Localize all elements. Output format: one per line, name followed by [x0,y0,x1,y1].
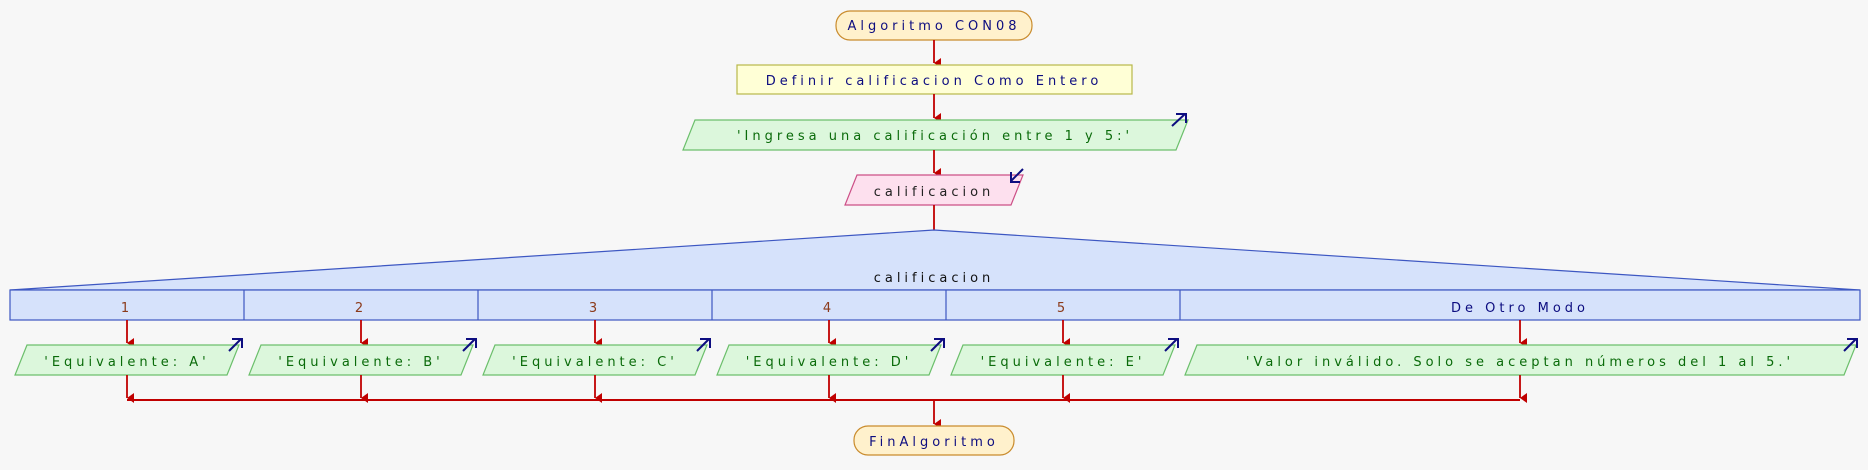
output-arrow-icon [696,338,711,352]
output-arrow-icon [930,338,945,352]
prompt-output-node: 'Ingresa una calificación entre 1 y 5:' [682,113,1189,151]
case-output-3: 'Equivalente: C' [482,338,711,376]
case-output-label: 'Equivalente: D' [746,355,913,370]
prompt-label: 'Ingresa una calificación entre 1 y 5:' [737,129,1133,144]
case-label-2: 2 [355,301,367,316]
case-output-default: 'Valor inválido. Solo se aceptan números… [1184,338,1858,376]
case-output-5: 'Equivalente: E' [950,338,1179,376]
define-label: Definir calificacion Como Entero [766,74,1103,89]
case-output-label: 'Valor inválido. Solo se aceptan números… [1246,355,1794,370]
start-label: Algoritmo CON08 [847,19,1020,34]
merge-connectors [126,375,1527,403]
output-arrow-icon [1164,338,1179,352]
case-label-4: 4 [823,301,835,316]
case-output-label: 'Equivalente: A' [44,355,209,370]
read-label: calificacion [874,185,995,200]
case-label-5: 5 [1057,301,1069,316]
output-arrow-icon [1843,338,1858,352]
output-arrow-icon [228,338,243,352]
case-output-4: 'Equivalente: D' [716,338,945,376]
read-input-node: calificacion [844,168,1024,206]
case-label-3: 3 [589,301,601,316]
switch-node: calificacion [9,229,1861,321]
case-label-default: De Otro Modo [1451,301,1589,316]
output-arrow-icon [1171,113,1187,127]
case-output-label: 'Equivalente: C' [512,355,678,370]
switch-variable: calificacion [874,271,995,286]
case-output-1: 'Equivalente: A' [14,338,243,376]
end-node: FinAlgoritmo [853,425,1015,456]
end-label: FinAlgoritmo [869,435,999,450]
output-arrow-icon [462,338,477,352]
input-arrow-icon [1010,168,1024,183]
define-node: Definir calificacion Como Entero [736,64,1133,95]
case-label-1: 1 [121,301,133,316]
start-node: Algoritmo CON08 [835,10,1033,41]
case-output-label: 'Equivalente: E' [981,355,1146,370]
case-output-2: 'Equivalente: B' [248,338,477,376]
case-output-label: 'Equivalente: B' [278,355,444,370]
